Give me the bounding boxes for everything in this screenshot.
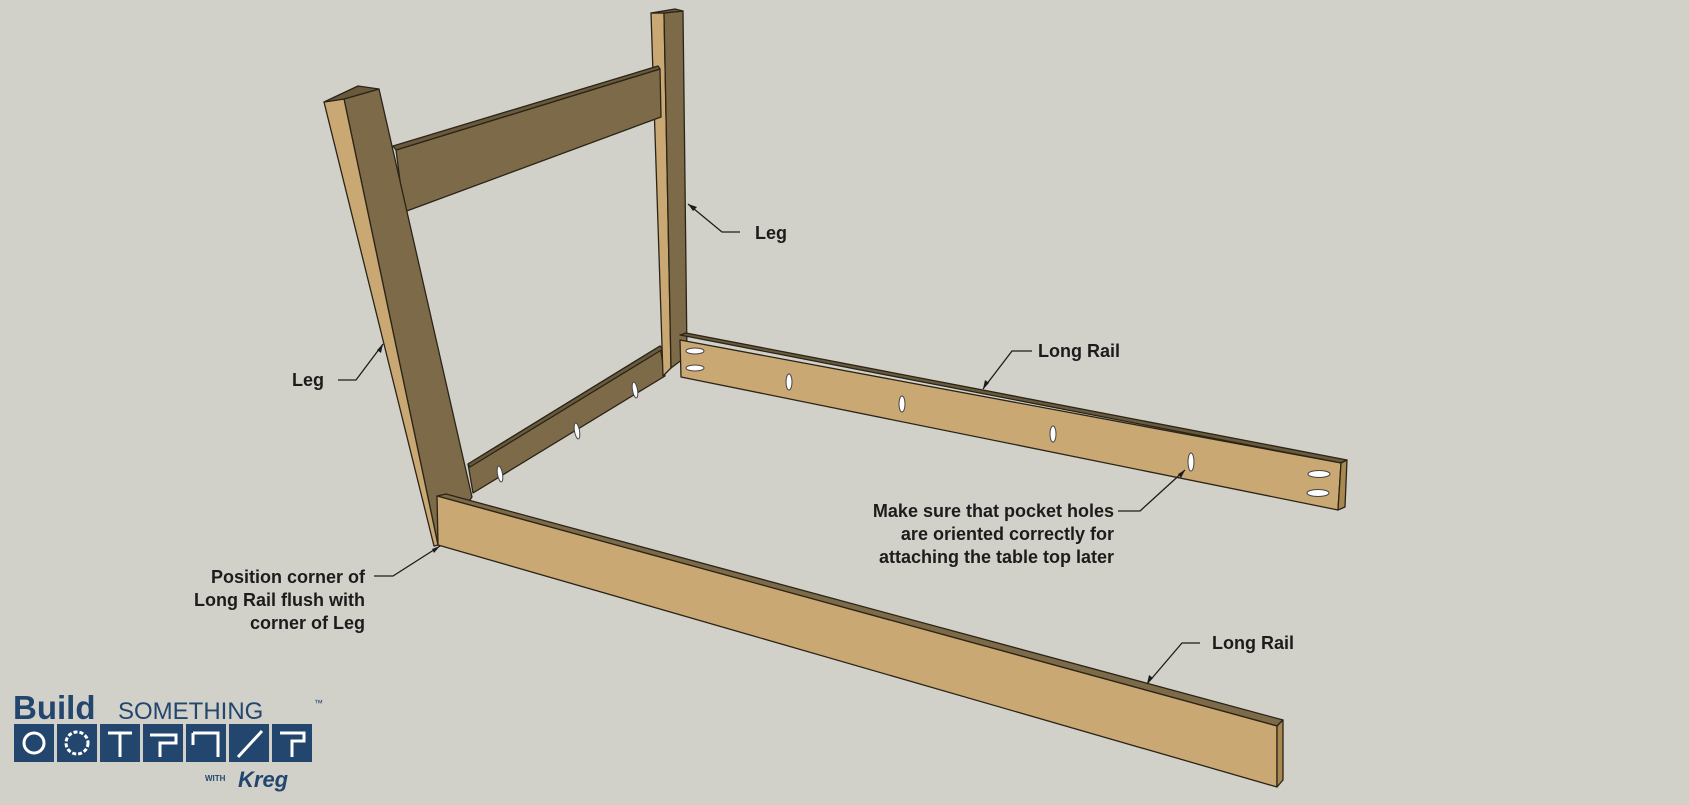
- label-leg-back: Leg: [755, 223, 787, 243]
- saw-blade-icon: [64, 730, 90, 756]
- clamp-icon: [191, 731, 220, 757]
- tool-icon-glyphs: [22, 729, 306, 759]
- hammer-icon: [108, 731, 132, 757]
- leader-leg-front: [338, 343, 384, 381]
- circle-saw-icon: [22, 731, 46, 755]
- long-rail-back: [679, 332, 1348, 511]
- short-rail-left: [467, 345, 666, 494]
- upper-rail: [392, 65, 662, 213]
- buildsomething-logo: Build SOMETHING ™ WITH Kreg: [13, 689, 323, 792]
- label-corner-note-line3: corner of Leg: [250, 613, 365, 633]
- leader-long-rail-back: [982, 350, 1032, 390]
- label-corner-note-line2: Long Rail flush with: [194, 590, 365, 610]
- label-long-rail-back: Long Rail: [1038, 341, 1120, 361]
- long-rail-front: [436, 493, 1284, 788]
- arrow-leg-back: [688, 204, 697, 211]
- leader-corner-note: [374, 545, 441, 577]
- label-corner-note-line1: Position corner of: [211, 567, 366, 587]
- label-long-rail-front: Long Rail: [1212, 633, 1294, 653]
- label-pocket-note-line2: are oriented correctly for: [901, 524, 1114, 544]
- logo-trademark: ™: [314, 698, 323, 708]
- paint-roller-icon: [280, 731, 306, 757]
- leader-lines: [338, 203, 1200, 685]
- logo-word-build: Build: [13, 689, 95, 726]
- label-leg-front: Leg: [292, 370, 324, 390]
- drill-icon: [150, 733, 178, 757]
- logo-word-something: SOMETHING: [118, 698, 263, 725]
- leader-leg-back: [687, 203, 740, 233]
- labels: Leg Leg Long Rail Long Rail Make sure th…: [194, 223, 1294, 653]
- label-pocket-note-line3: attaching the table top later: [879, 547, 1114, 567]
- paint-brush-icon: [236, 729, 264, 759]
- arrow-corner-note: [432, 546, 440, 553]
- arrow-pocket-note: [1178, 470, 1185, 478]
- arrow-long-rail-back: [983, 380, 989, 389]
- logo-with: WITH: [205, 774, 226, 783]
- label-pocket-note-line1: Make sure that pocket holes: [873, 501, 1114, 521]
- leg-back: [650, 8, 688, 377]
- arrow-long-rail-front: [1147, 675, 1153, 684]
- logo-brand-kreg: Kreg: [238, 767, 289, 792]
- leader-pocket-note: [1118, 469, 1186, 512]
- arrow-leg-front: [377, 344, 383, 353]
- leader-long-rail-front: [1146, 642, 1200, 685]
